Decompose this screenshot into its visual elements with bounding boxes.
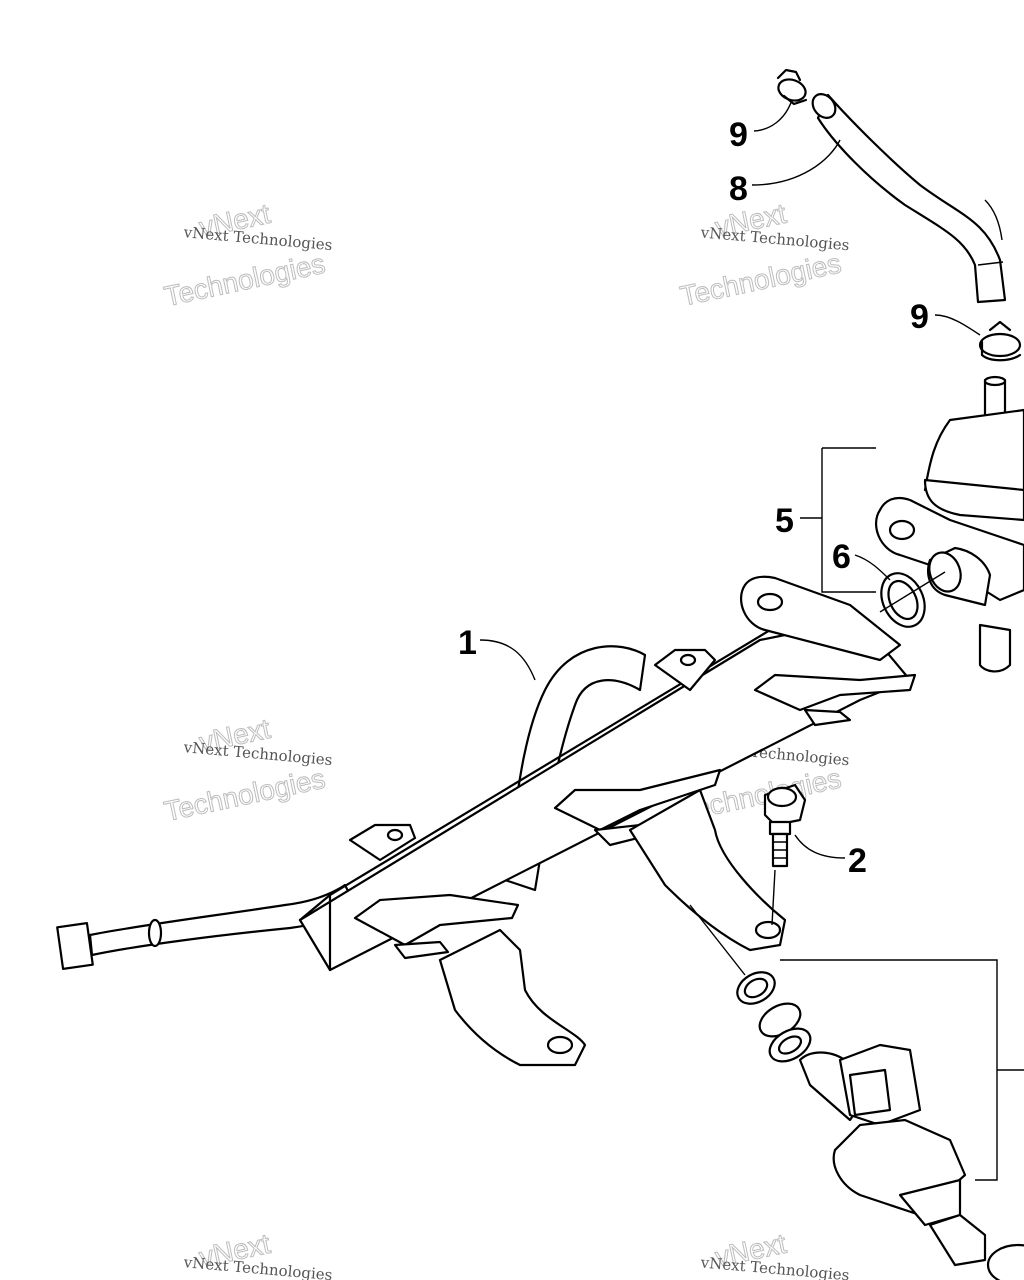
callout-numbers: 1 2 5 6 8 9 9 [458, 116, 929, 880]
bolt-part-2 [763, 783, 807, 868]
fuel-injector [798, 1043, 1024, 1280]
watermark-top-right: vNext Technologies vNext Technologies [677, 197, 850, 312]
watermark-mid-left: vNext Technologies vNext Technologies [161, 712, 333, 827]
hose-clamp-mid-part-9 [978, 320, 1022, 362]
injector-seals [736, 971, 812, 1063]
leader-lines [479, 99, 1024, 1181]
callout-8: 8 [729, 170, 748, 208]
callout-9-mid: 9 [910, 298, 929, 336]
svg-text:Technologies: Technologies [678, 248, 844, 312]
svg-text:Technologies: Technologies [162, 763, 328, 827]
callout-1: 1 [458, 624, 477, 662]
callout-2: 2 [848, 842, 867, 880]
hose-clamp-top-part-9 [776, 68, 808, 106]
assembly-line-injector [689, 904, 746, 976]
callout-5: 5 [775, 502, 794, 540]
watermark-bottom-right: vNext vNext Technologies [699, 1227, 850, 1280]
vacuum-hose-part-8 [811, 93, 1007, 304]
watermark-bottom-left: vNext vNext Technologies [182, 1227, 333, 1280]
callout-9-top: 9 [729, 116, 748, 154]
assembly-line-o-ring [879, 571, 946, 613]
callout-6: 6 [832, 538, 851, 576]
fuel-rail-part-1 [56, 575, 917, 1067]
assembly-line-bolt [771, 869, 776, 926]
o-ring-part-6 [880, 572, 926, 628]
pressure-regulator-part-5 [875, 375, 1024, 673]
svg-text:Technologies: Technologies [162, 248, 328, 312]
watermark-top-left: vNext Technologies vNext Technologies [161, 197, 333, 312]
